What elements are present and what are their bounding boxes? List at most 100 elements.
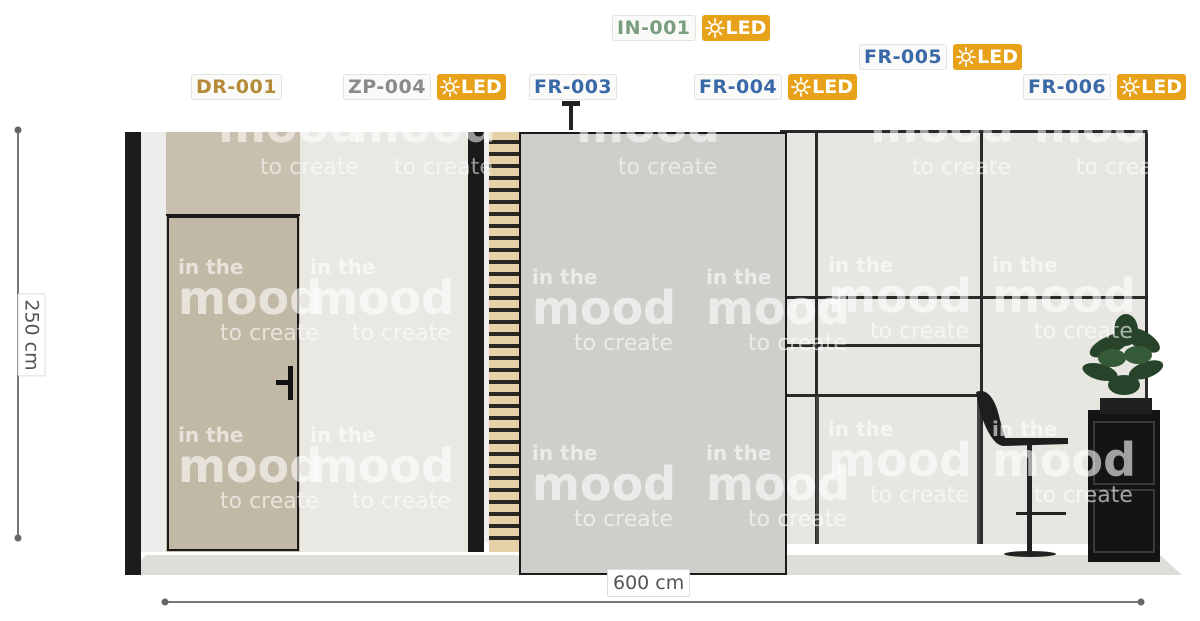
fr003-front-panel bbox=[519, 132, 787, 575]
watermark-text: mood bbox=[218, 99, 362, 153]
led-label: LED bbox=[977, 46, 1019, 68]
shelf-rail-1 bbox=[786, 344, 980, 347]
watermark-text: in the bbox=[992, 253, 1057, 277]
back-wall bbox=[780, 132, 1148, 544]
watermark-text: to create bbox=[748, 507, 847, 532]
led-label: LED bbox=[1141, 76, 1183, 98]
watermark-text: to create bbox=[912, 155, 1011, 180]
watermark-text: to create bbox=[870, 319, 969, 344]
hanger-rod-1 bbox=[816, 396, 819, 544]
led-badge: LED bbox=[1117, 74, 1187, 100]
watermark-text: to create bbox=[1034, 319, 1133, 344]
watermark-text: mood bbox=[706, 281, 850, 335]
watermark-text: mood bbox=[828, 433, 972, 487]
watermark-text: mood bbox=[178, 271, 322, 325]
sun-icon bbox=[791, 77, 812, 97]
zp-panel bbox=[300, 132, 468, 552]
sun-icon bbox=[1120, 77, 1141, 97]
width-dimension-end-left bbox=[161, 598, 169, 606]
watermark-text: mood bbox=[992, 433, 1136, 487]
watermark-text: in the bbox=[310, 423, 375, 447]
watermark-text: to create bbox=[394, 155, 493, 180]
watermark-text: to create bbox=[1076, 155, 1175, 180]
door-handle-lever bbox=[276, 380, 292, 385]
tag-fr-003: FR-003 bbox=[529, 74, 618, 100]
watermark-text: mood bbox=[178, 439, 322, 493]
watermark-text: to create bbox=[220, 489, 319, 514]
watermark-text: in the bbox=[992, 417, 1057, 441]
watermark-text: to create bbox=[1034, 483, 1133, 508]
plant-cabinet bbox=[1088, 398, 1160, 562]
watermark-text: to create bbox=[574, 507, 673, 532]
watermark-text: mood bbox=[706, 457, 850, 511]
fr003-led-lamp bbox=[562, 101, 580, 106]
left-wall-edge bbox=[125, 132, 141, 575]
watermark-text: mood bbox=[1034, 99, 1178, 153]
watermark-text: in the bbox=[532, 265, 597, 289]
sun-icon bbox=[956, 47, 977, 67]
watermark-text: mood bbox=[310, 439, 454, 493]
hanger-rod-2 bbox=[977, 396, 980, 544]
watermark-text: mood bbox=[532, 281, 676, 335]
sun-icon bbox=[704, 18, 725, 38]
watermark-text: to create bbox=[260, 155, 359, 180]
watermark-text: to create bbox=[574, 331, 673, 356]
zp-panel-side bbox=[484, 132, 490, 542]
watermark-text: to create bbox=[748, 331, 847, 356]
led-badge: LED bbox=[788, 74, 858, 100]
tag-code: FR-004 bbox=[694, 74, 783, 100]
back-wall-divider-2 bbox=[980, 132, 983, 544]
fr003-led-arm bbox=[569, 106, 573, 130]
watermark-text: in the bbox=[178, 255, 243, 279]
watermark-text: mood bbox=[870, 99, 1014, 153]
width-dimension-label: 600 cm bbox=[607, 569, 691, 597]
tag-code: ZP-004 bbox=[343, 74, 431, 100]
width-dimension-end-right bbox=[1137, 598, 1145, 606]
watermark-text: in the bbox=[178, 423, 243, 447]
shelf-rail-2 bbox=[786, 394, 980, 397]
watermark-text: to create bbox=[220, 321, 319, 346]
led-badge: LED bbox=[701, 15, 771, 41]
door-top-divider bbox=[166, 214, 300, 216]
watermark-text: in the bbox=[706, 265, 771, 289]
watermark-text: in the bbox=[532, 441, 597, 465]
watermark-text: mood bbox=[352, 99, 496, 153]
back-wall-divider-1 bbox=[815, 132, 818, 544]
tag-code: FR-005 bbox=[859, 44, 948, 70]
bar-stool bbox=[976, 390, 1068, 557]
height-dimension-end-top bbox=[14, 126, 22, 134]
tag-code: IN-001 bbox=[612, 15, 696, 41]
watermark-text: in the bbox=[828, 417, 893, 441]
tag-code: FR-006 bbox=[1023, 74, 1112, 100]
watermark-text: in the bbox=[828, 253, 893, 277]
height-dimension-label: 250 cm bbox=[17, 293, 46, 377]
led-badge: LED bbox=[436, 74, 506, 100]
led-badge: LED bbox=[953, 44, 1023, 70]
tag-code: DR-001 bbox=[191, 74, 282, 100]
watermark-text: to create bbox=[352, 321, 451, 346]
watermark-text: mood bbox=[310, 271, 454, 325]
watermark-text: to create bbox=[618, 155, 717, 180]
zp-panel-edge bbox=[468, 132, 484, 552]
tag-dr-001: DR-001 bbox=[191, 74, 282, 100]
sun-icon bbox=[440, 77, 460, 97]
led-label: LED bbox=[460, 76, 502, 98]
watermark-text: mood bbox=[992, 269, 1136, 323]
height-dimension-end-bottom bbox=[14, 534, 22, 542]
watermark-text: mood bbox=[532, 457, 676, 511]
back-wall-top bbox=[780, 130, 1148, 133]
tag-code: FR-003 bbox=[529, 74, 618, 100]
watermark-text: mood bbox=[576, 99, 720, 153]
